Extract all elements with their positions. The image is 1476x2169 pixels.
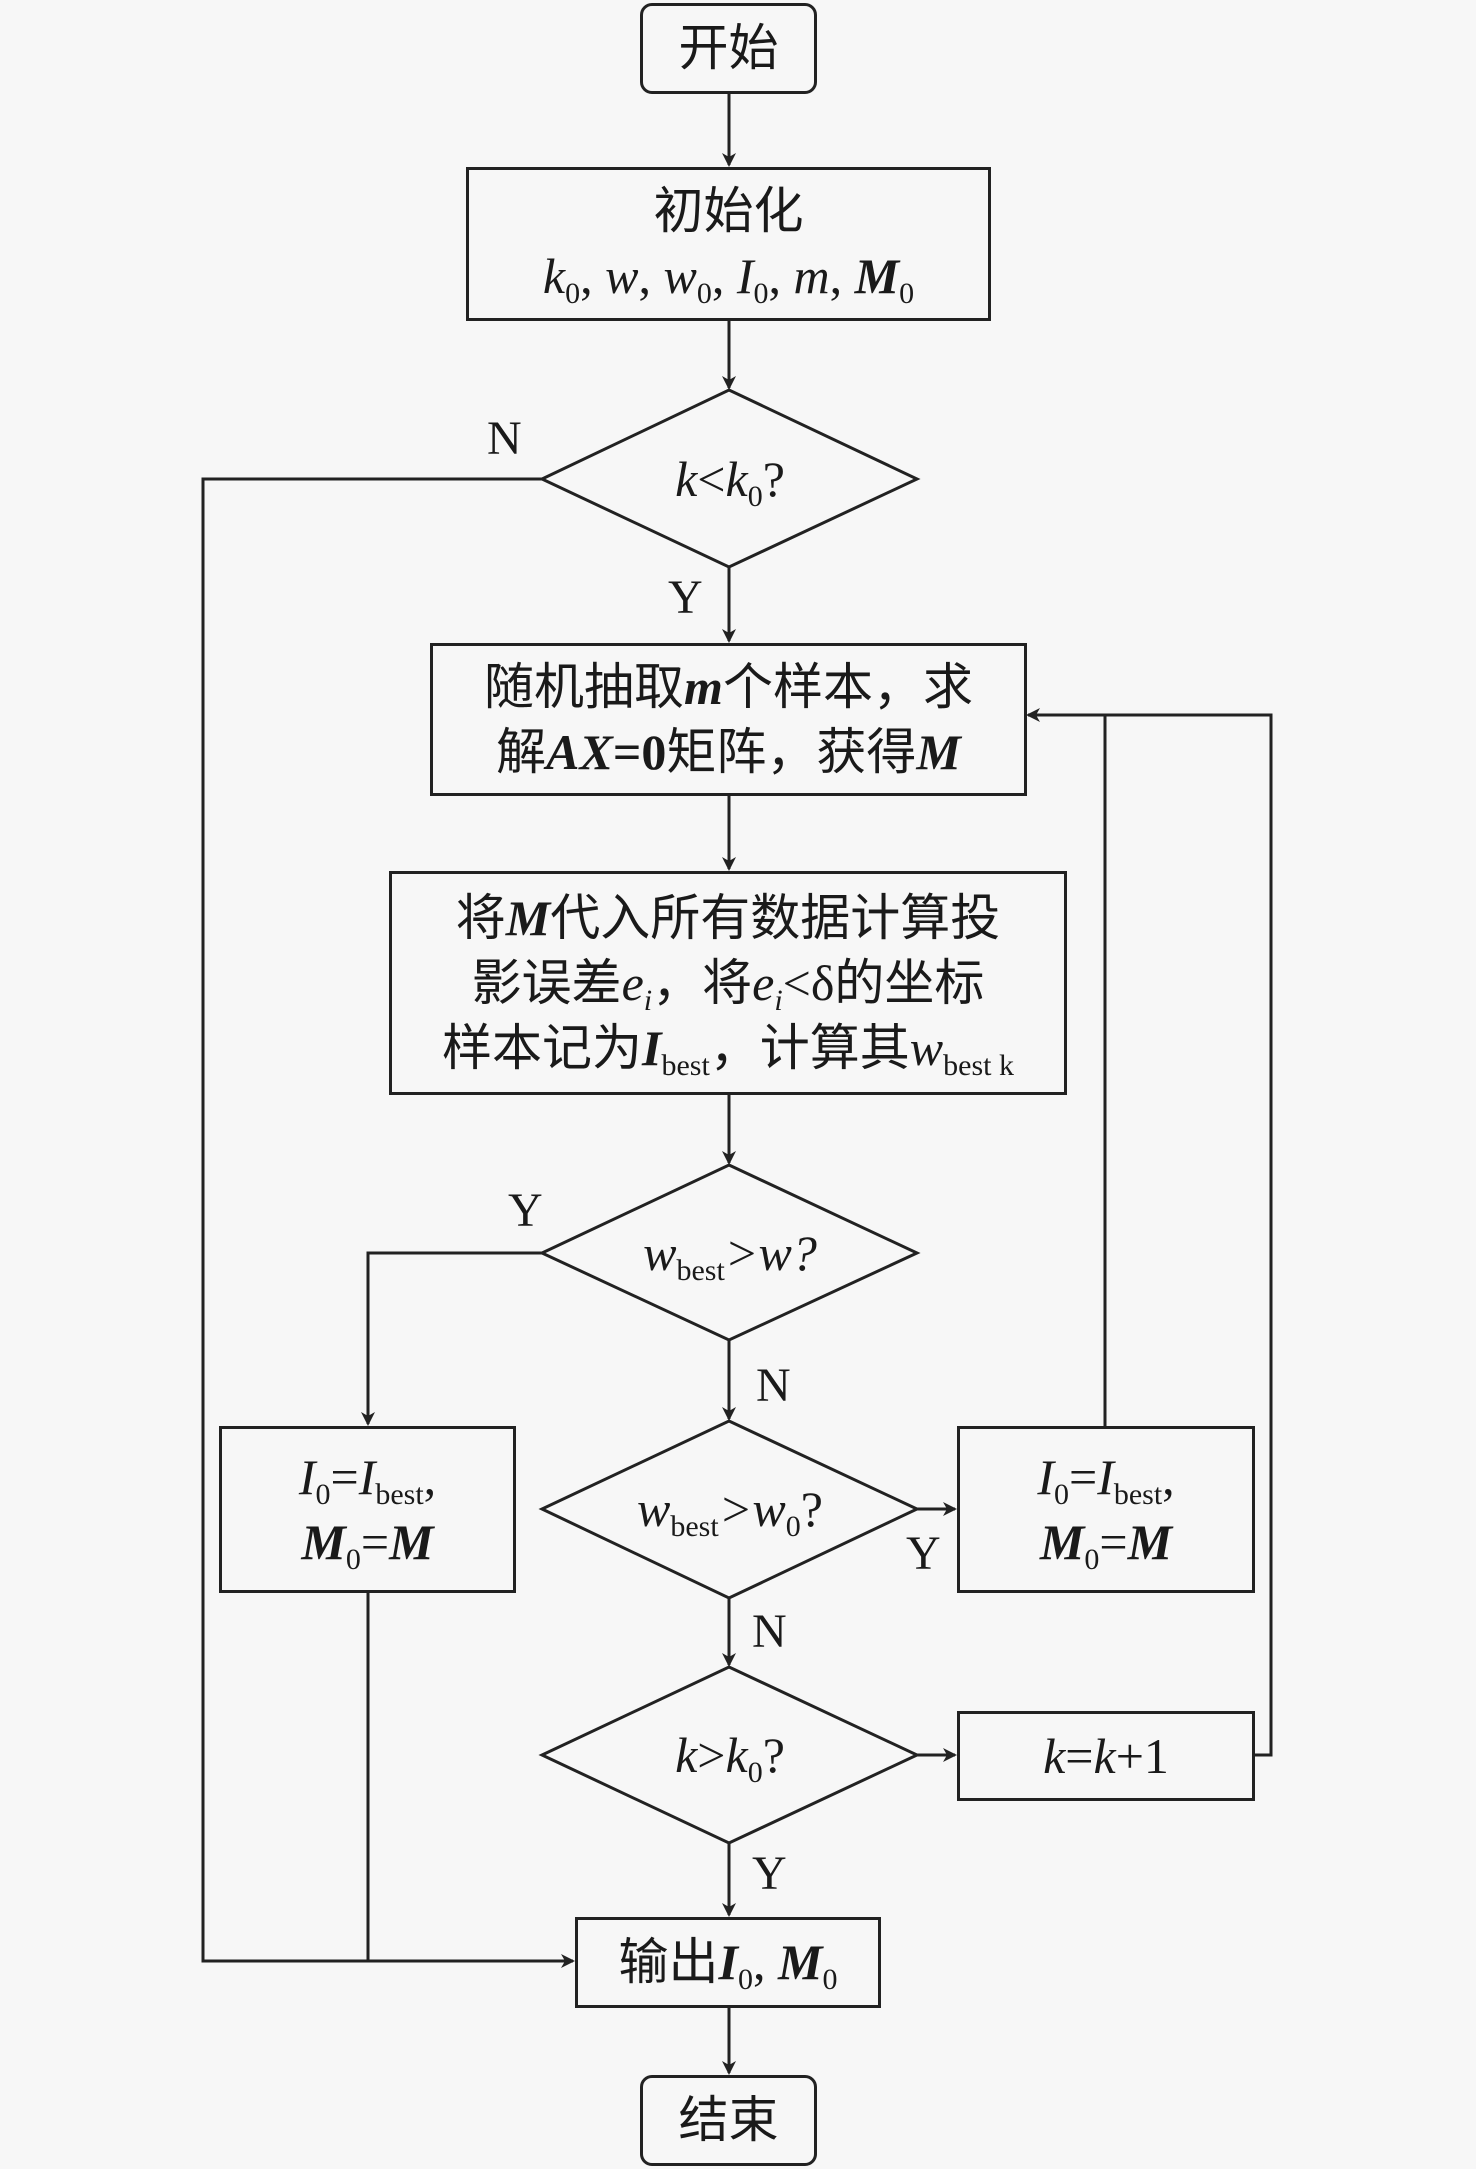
cond2-text: wbest>w? <box>643 1224 817 1287</box>
end-node: 结束 <box>640 2075 817 2166</box>
update-left-node: I0=Ibest, M0=M <box>219 1426 516 1593</box>
projection-line1: 将M代入所有数据计算投 <box>455 889 1001 946</box>
arrow-increment-to-sample <box>1026 708 1273 1757</box>
projection-node: 将M代入所有数据计算投 影误差ei，将ei<δ的坐标 样本记为Ibest，计算其… <box>389 871 1067 1095</box>
cond1-text: k<k0? <box>675 450 785 513</box>
output-node: 输出I0, M0 <box>575 1917 881 2008</box>
init-node: 初始化 k0, w, w0, I0, m, M0 <box>466 167 991 321</box>
increment-node: k=k+1 <box>957 1711 1255 1801</box>
arrow-cond2-yes-to-left-update <box>361 1251 542 1426</box>
init-title: 初始化 <box>653 183 804 239</box>
update-right-node: I0=Ibest, M0=M <box>957 1426 1255 1593</box>
edge-label-cond2-yes: Y <box>508 1184 543 1237</box>
edge-label-cond3-yes: Y <box>906 1527 941 1580</box>
start-node: 开始 <box>640 3 817 94</box>
sample-line1: 随机抽取m个样本，求 <box>484 658 973 715</box>
arrow-cond1-no-to-output <box>201 477 575 1968</box>
edge-label-cond3-no: N <box>752 1605 787 1658</box>
sample-line2: 解AX=0矩阵，获得M <box>496 723 961 780</box>
init-vars: k0, w, w0, I0, m, M0 <box>542 248 915 310</box>
start-label: 开始 <box>678 20 779 76</box>
edge-label-cond1-yes: Y <box>668 571 703 624</box>
end-label: 结束 <box>678 2092 779 2148</box>
edge-label-cond4-yes: Y <box>752 1847 787 1900</box>
projection-line2: 影误差ei，将ei<δ的坐标 <box>471 954 985 1017</box>
projection-line3: 样本记为Ibest，计算其wbest k <box>442 1019 1014 1082</box>
cond4-text: k>k0? <box>675 1726 785 1789</box>
edge-label-cond2-no: N <box>756 1359 791 1412</box>
edge-label-cond1-no: N <box>487 412 522 465</box>
sample-node: 随机抽取m个样本，求 解AX=0矩阵，获得M <box>430 643 1027 796</box>
cond3-text: wbest>w0? <box>637 1480 823 1543</box>
